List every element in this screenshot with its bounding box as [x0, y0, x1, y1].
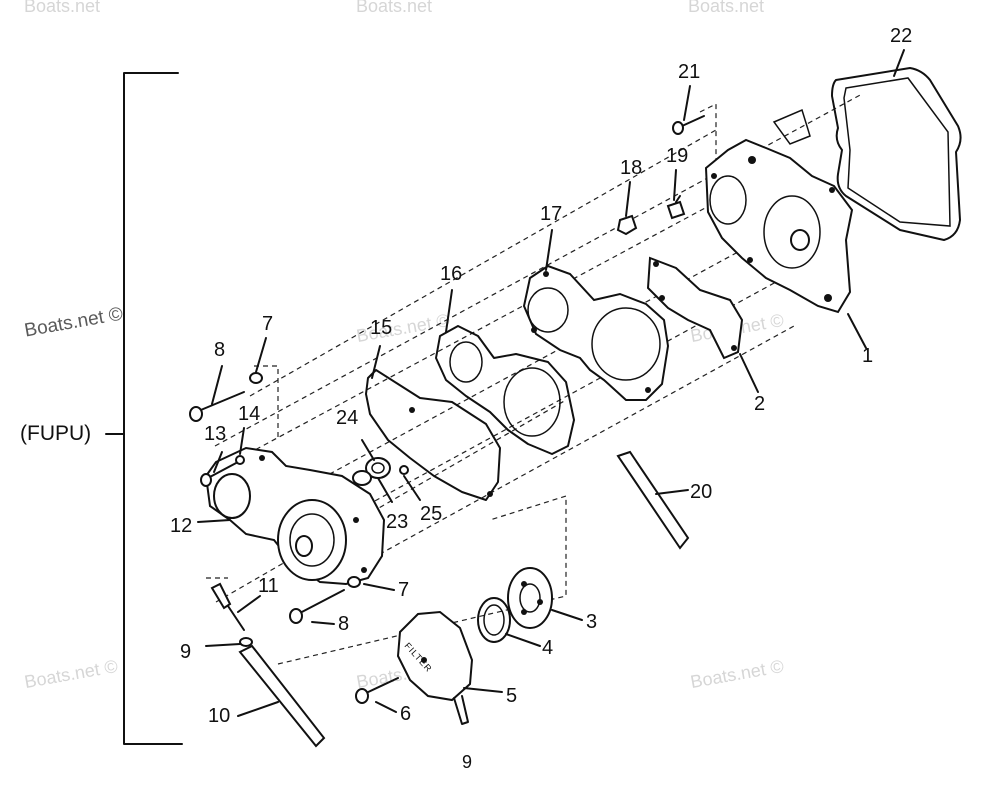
page-number: 9 [462, 752, 473, 772]
callout-5: 5 [506, 685, 518, 707]
part-19-screw [666, 195, 686, 220]
callout-18: 18 [620, 157, 643, 179]
callout-16: 16 [440, 263, 463, 285]
callout-17: 17 [540, 203, 563, 225]
part-25-screw [399, 465, 409, 475]
callout-9: 9 [180, 641, 192, 663]
part-2-plate [646, 256, 744, 360]
group-label: (FUPU) [20, 422, 92, 445]
callout-14: 14 [238, 403, 261, 425]
callout-6: 6 [400, 703, 412, 725]
callout-23: 23 [386, 511, 409, 533]
watermark-top-center: Boats.net [356, 0, 433, 16]
callout-7-lower: 7 [398, 579, 410, 601]
callout-12: 12 [170, 515, 193, 537]
callout-10: 10 [208, 705, 231, 727]
callout-21: 21 [678, 61, 701, 83]
part-1-pump-body [704, 108, 854, 314]
part-13-14-screw [200, 455, 245, 487]
part-15-gasket [365, 369, 501, 501]
leader-lines [197, 49, 905, 717]
part-7-washer-upper [249, 372, 263, 384]
part-16-gasket [435, 325, 575, 455]
part-12-cover [204, 446, 386, 586]
callout-8-lower: 8 [338, 613, 350, 635]
part-8-screw-upper [189, 391, 245, 422]
callout-20: 20 [690, 481, 713, 503]
callout-19: 19 [666, 145, 689, 167]
callout-11: 11 [258, 575, 279, 597]
callout-4: 4 [542, 637, 554, 659]
callout-2: 2 [754, 393, 766, 415]
callout-1: 1 [862, 345, 874, 367]
part-10-hose [238, 644, 326, 748]
callout-7-upper: 7 [262, 313, 274, 335]
part-23-24-valve [352, 457, 391, 486]
watermark-top-right: Boats.net [688, 0, 765, 16]
part-18-nut [616, 214, 638, 236]
callout-15: 15 [370, 317, 393, 339]
part-3-screen [507, 567, 553, 629]
callout-24: 24 [336, 407, 359, 429]
part-7-washer-lower [347, 576, 361, 588]
callout-22: 22 [890, 25, 913, 47]
part-21-screw [672, 115, 705, 135]
part-20-hose [616, 450, 690, 550]
group-bracket [105, 72, 183, 745]
part-4-gasket-ring [477, 597, 511, 643]
part-5-filter-cap [396, 610, 474, 725]
part-17-diaphragm-housing [522, 264, 670, 401]
callout-8-upper: 8 [214, 339, 226, 361]
part-22-gasket [831, 67, 962, 241]
callout-3: 3 [586, 611, 598, 633]
watermark-top-left: Boats.net [24, 0, 101, 16]
part-11-fitting [210, 582, 245, 631]
part-8-screw-lower [289, 589, 345, 624]
callout-13: 13 [204, 423, 227, 445]
part-9-clamp [239, 637, 253, 647]
callout-25: 25 [420, 503, 443, 525]
part-6-screw [355, 677, 399, 704]
